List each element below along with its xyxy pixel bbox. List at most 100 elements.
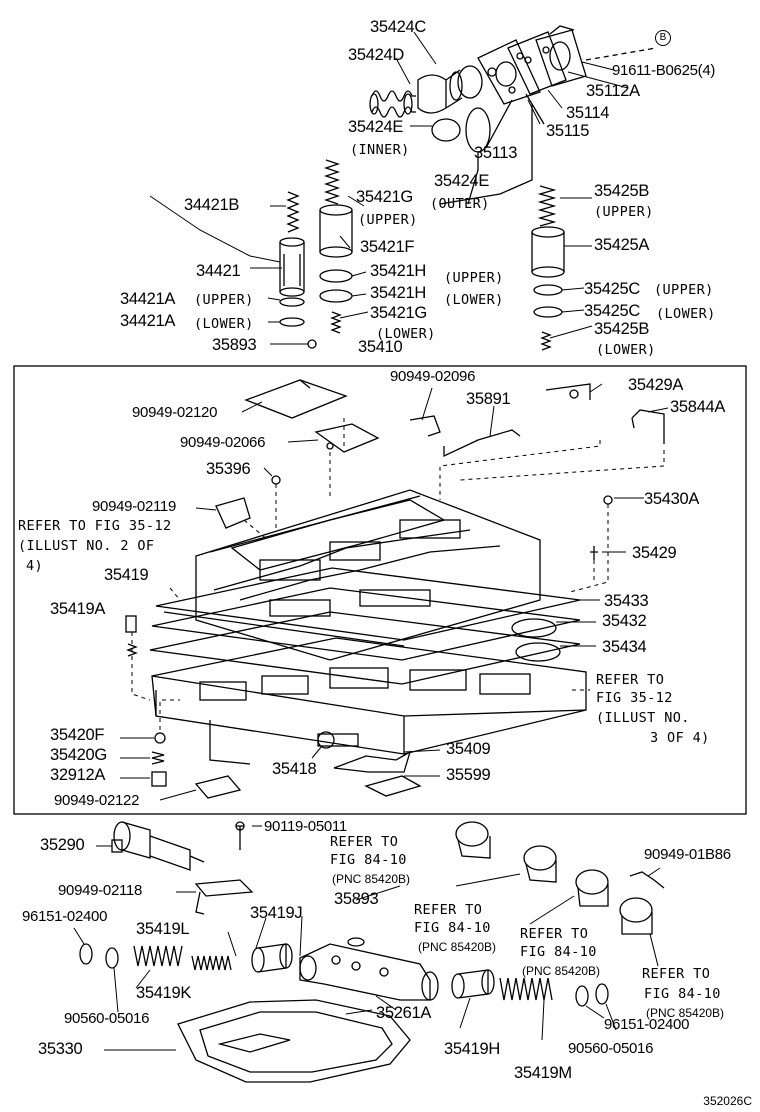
- label-35290: 35290: [40, 836, 85, 854]
- plate-35599: [364, 775, 422, 797]
- spring-35419L: [191, 955, 232, 971]
- ref-fig-84-10-c-line3: (PNC 85420B): [522, 964, 601, 978]
- ref-fig-84-10-d-line3: (PNC 85420B): [646, 1006, 725, 1020]
- label-35425C-lower: 35425C: [584, 302, 640, 320]
- sleeve-35419H: [451, 969, 495, 999]
- o-ring-35421H-lower: [319, 289, 353, 303]
- plate-90949-02120: [244, 379, 348, 419]
- qualifier-lower-34421A: (LOWER): [194, 316, 254, 332]
- label-35418: 35418: [272, 760, 317, 778]
- label-35425B-lower: 35425B: [594, 320, 650, 338]
- label-35429: 35429: [632, 544, 677, 562]
- bracket-90949-02096: [409, 415, 441, 437]
- label-35844A: 35844A: [670, 398, 726, 416]
- qualifier-upper-35425B: (UPPER): [594, 204, 654, 220]
- label-35420F: 35420F: [50, 726, 105, 744]
- solenoid-upper-right: [455, 821, 491, 859]
- label-90560-05016-right: 90560-05016: [568, 1040, 654, 1057]
- gasket-35114: [507, 31, 567, 95]
- label-34421: 34421: [196, 262, 241, 280]
- spring-35424D: [369, 90, 416, 118]
- label-35396: 35396: [206, 460, 251, 478]
- label-90949-02096: 90949-02096: [390, 368, 476, 385]
- pipe-35429A: [545, 383, 591, 400]
- qualifier-upper-35421H: (UPPER): [444, 270, 504, 286]
- solenoid-body-35112A: [535, 25, 587, 87]
- cover-plate-35113: [477, 39, 541, 105]
- ref-fig-84-10-d-line1: REFER TO: [642, 966, 711, 982]
- label-35434: 35434: [602, 638, 647, 656]
- label-90949-02122: 90949-02122: [54, 792, 140, 809]
- label-35330: 35330: [38, 1040, 83, 1058]
- label-90949-02066: 90949-02066: [180, 434, 266, 451]
- ref-fig-35-12-b-line4: 3 OF 4): [650, 730, 710, 746]
- label-35419J: 35419J: [250, 904, 303, 922]
- label-35424C: 35424C: [370, 18, 426, 36]
- label-90949-01B86: 90949-01B86: [644, 846, 731, 863]
- label-35419: 35419: [104, 566, 149, 584]
- drawing-code: 352026C: [703, 1094, 752, 1108]
- label-35115: 35115: [546, 122, 590, 140]
- label-35410: 35410: [358, 338, 403, 356]
- plate-90949-02118: [194, 879, 254, 915]
- label-35424E-outer: 35424E: [434, 172, 490, 190]
- piston-34421: [279, 237, 305, 297]
- label-35421H-upper: 35421H: [370, 262, 426, 280]
- qualifier-inner: (INNER): [350, 142, 410, 158]
- valve-body-35261A: [299, 943, 439, 1001]
- separator-plate-35432: [151, 587, 581, 661]
- label-35421G-upper: 35421G: [356, 188, 413, 206]
- ball-35420F: [154, 732, 166, 744]
- solenoid-far-right: [619, 897, 653, 935]
- solenoid-right: [575, 869, 609, 907]
- spring-34421B: [286, 191, 300, 233]
- spring-35421G-lower: [330, 311, 342, 334]
- o-ring-35425C-lower: [533, 306, 563, 318]
- qualifier-lower-35421G: (LOWER): [376, 326, 436, 342]
- ring-35434: [515, 642, 561, 662]
- sleeve-35419J: [251, 943, 293, 973]
- qualifier-lower-35421H: (LOWER): [444, 292, 504, 308]
- label-35425A: 35425A: [594, 236, 650, 254]
- label-34421A-upper: 34421A: [120, 290, 176, 308]
- label-35419A: 35419A: [50, 600, 106, 618]
- spring-35425B-lower: [540, 331, 552, 351]
- label-35430A: 35430A: [644, 490, 700, 508]
- label-90119-05011: 90119-05011: [264, 818, 347, 835]
- spring-35425B-upper: [537, 185, 557, 227]
- ref-illust-4: 4): [26, 558, 44, 574]
- label-34421A-lower: 34421A: [120, 312, 176, 330]
- piston-35421F: [319, 204, 353, 258]
- label-35425B-upper: 35425B: [594, 182, 650, 200]
- label-35432: 35432: [602, 612, 647, 630]
- label-35599: 35599: [446, 766, 491, 784]
- clip-96151-02400: [79, 943, 93, 965]
- spring-35419A: [126, 643, 138, 657]
- plug-35396: [271, 475, 281, 485]
- label-90949-02119: 90949-02119: [92, 498, 177, 515]
- label-35891: 35891: [466, 390, 511, 408]
- qualifier-upper-34421A: (UPPER): [194, 292, 254, 308]
- qualifier-upper-35425C: (UPPER): [654, 282, 714, 298]
- bolt-90119-05011: [235, 821, 245, 850]
- label-35893-top: 35893: [212, 336, 257, 354]
- label-35424D: 35424D: [348, 46, 404, 64]
- ring-35432: [511, 618, 557, 638]
- lower-valve-body: [151, 637, 587, 765]
- o-ring-34421A-upper: [279, 297, 305, 307]
- label-35420G: 35420G: [50, 746, 107, 764]
- spring-35421G-upper: [323, 159, 341, 205]
- o-ring-34421A-lower: [279, 317, 305, 327]
- label-90560-05016-left: 90560-05016: [64, 1010, 150, 1027]
- ref-fig-84-10-c-line1: REFER TO: [520, 926, 589, 942]
- pipe-35891: [443, 429, 521, 458]
- ref-fig-84-10-b-line1: REFER TO: [414, 902, 483, 918]
- label-35419M: 35419M: [514, 1064, 572, 1082]
- ref-fig-35-12-b-line3: (ILLUST NO.: [596, 710, 690, 726]
- qualifier-lower-35425C: (LOWER): [656, 306, 716, 322]
- bracket-90949-01B86: [629, 871, 665, 889]
- accumulator-piston-35424C: [417, 65, 483, 114]
- label-96151-02400-right: 96151-02400: [604, 1016, 690, 1033]
- o-ring-35425C-upper: [533, 284, 563, 296]
